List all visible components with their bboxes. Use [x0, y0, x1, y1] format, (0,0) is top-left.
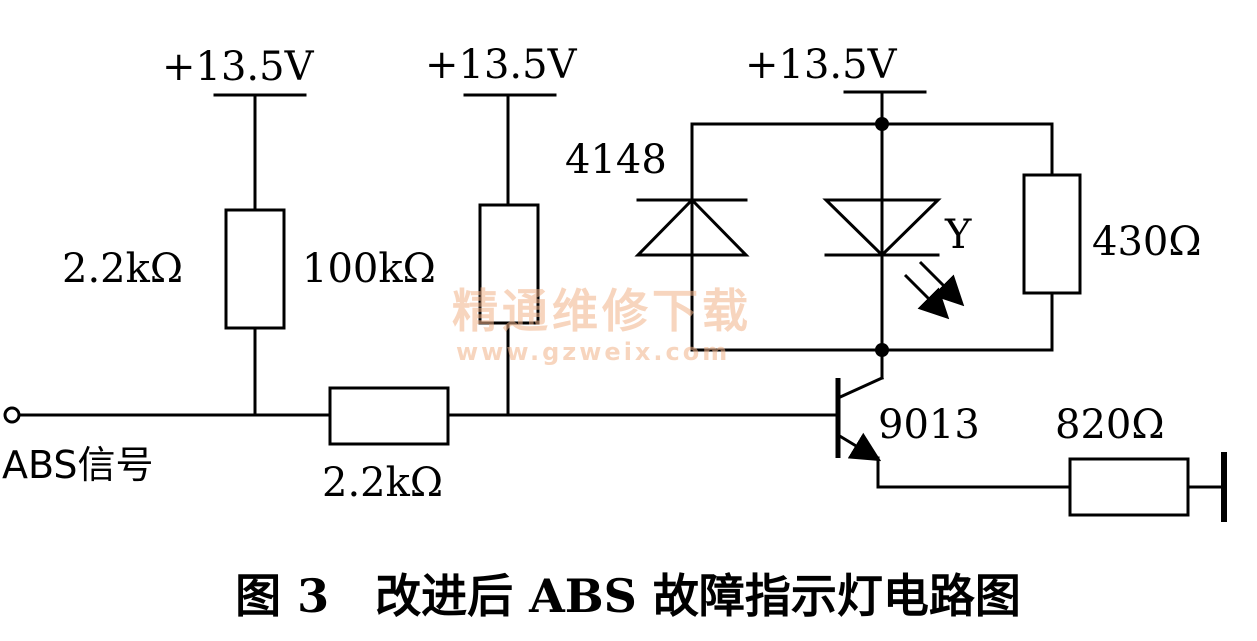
resistor-label-pullup-left: 2.2kΩ [62, 246, 183, 292]
resistor-pullup-left [224, 208, 286, 330]
supply-left-branch [213, 93, 307, 417]
transistor-collector [836, 376, 884, 400]
input-signal-label: ABS信号 [2, 443, 154, 487]
supply-label-right: +13.5V [745, 42, 898, 88]
resistor-series [328, 386, 450, 446]
resistor-label-led-parallel: 430Ω [1092, 219, 1202, 265]
transistor-9013 [835, 348, 1227, 522]
diode-4148 [634, 197, 750, 257]
resistor-label-pullup-middle: 100kΩ [302, 246, 436, 292]
transistor-emitter [837, 432, 882, 462]
resistor-emitter [1068, 457, 1190, 517]
resistor-label-series: 2.2kΩ [322, 460, 443, 506]
diode-label: 4148 [565, 137, 667, 183]
watermark-chinese: 精通维修下载 [452, 284, 752, 338]
light-arrow [918, 260, 965, 307]
led-label: Y [944, 212, 972, 258]
input-line [3, 386, 840, 446]
light-arrow [903, 273, 950, 320]
transistor-label: 9013 [878, 402, 980, 448]
resistor-label-emitter: 820Ω [1055, 402, 1165, 448]
figure-caption: 图 3 改进后 ABS 故障指示灯电路图 [235, 569, 1021, 623]
led-network [634, 90, 1082, 357]
resistor-pullup-middle [478, 203, 540, 325]
supply-label-left: +13.5V [162, 44, 315, 90]
watermark-url: www.gzweix.com [456, 338, 730, 366]
input-terminal [3, 406, 21, 424]
resistor-led-parallel [1022, 173, 1082, 295]
supply-label-middle: +13.5V [425, 42, 578, 88]
supply-middle-branch [463, 93, 557, 417]
led-y [822, 198, 942, 258]
